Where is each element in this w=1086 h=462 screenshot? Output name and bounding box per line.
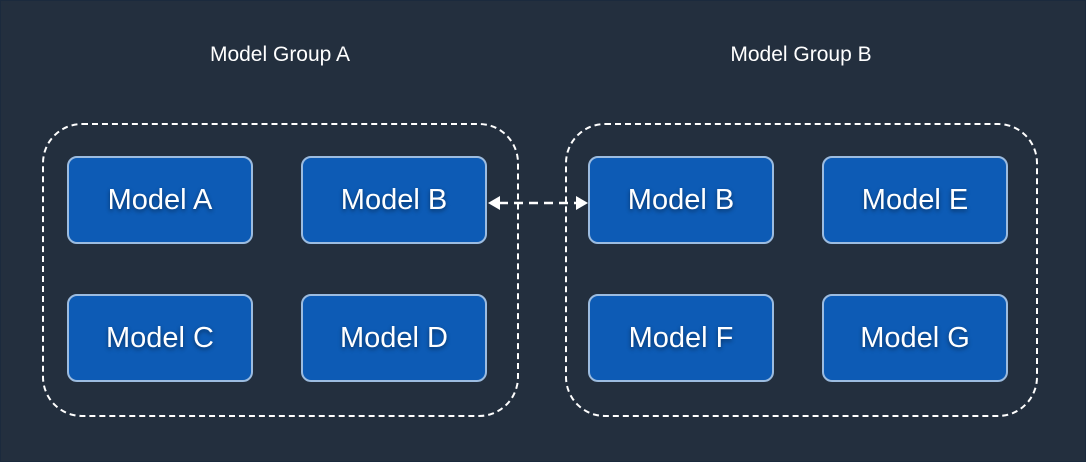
group-a-model-b[interactable]: Model B — [301, 156, 487, 244]
group-a-model-a[interactable]: Model A — [67, 156, 253, 244]
group-a-container — [42, 123, 519, 417]
group-b-model-e[interactable]: Model E — [822, 156, 1008, 244]
group-a-model-d[interactable]: Model D — [301, 294, 487, 382]
group-a-model-c[interactable]: Model C — [67, 294, 253, 382]
group-b-container — [565, 123, 1038, 417]
group-b-title: Model Group B — [730, 43, 872, 66]
group-b-model-b[interactable]: Model B — [588, 156, 774, 244]
group-b-model-f[interactable]: Model F — [588, 294, 774, 382]
group-a-title: Model Group A — [209, 43, 351, 66]
group-b-model-g[interactable]: Model G — [822, 294, 1008, 382]
